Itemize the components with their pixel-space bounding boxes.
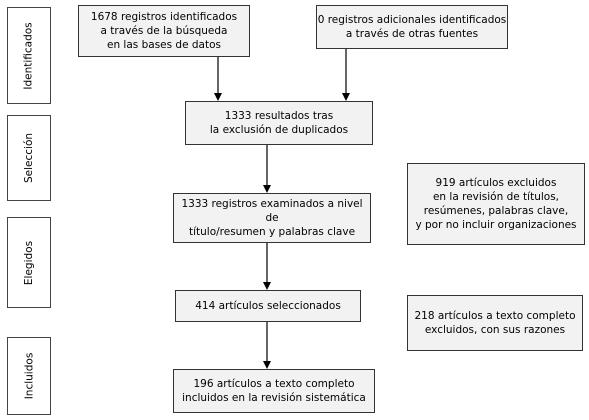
stage-selection: Selección <box>7 115 51 201</box>
after-duplicates-box: 1333 resultados tras la exclusión de dup… <box>185 101 373 145</box>
stage-eligible: Elegidos <box>7 217 51 308</box>
stage-included: Incluidos <box>7 337 51 415</box>
included-box: 196 artículos a texto completo incluidos… <box>173 369 375 413</box>
stage-identified: Identificados <box>7 7 51 104</box>
excluded-fulltext-box: 218 artículos a texto completo excluidos… <box>407 295 583 351</box>
stage-eligible-label: Elegidos <box>23 240 35 285</box>
selected-box: 414 artículos seleccionados <box>175 290 361 322</box>
screened-box: 1333 registros examinados a nivel de tít… <box>173 193 371 243</box>
stage-identified-label: Identificados <box>23 21 36 90</box>
excluded-screening-box: 919 artículos excluidos en la revisión d… <box>407 163 585 245</box>
db-records-box: 1678 registros identificados a través de… <box>78 5 250 57</box>
other-records-box: 0 registros adicionales identificados a … <box>316 5 508 49</box>
stage-included-label: Incluidos <box>23 352 36 400</box>
stage-selection-label: Selección <box>23 132 36 184</box>
